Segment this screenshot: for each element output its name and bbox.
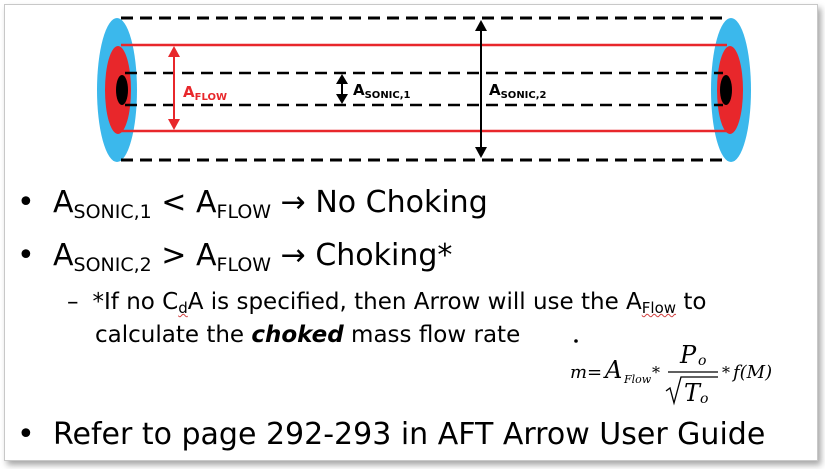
left-core-cap <box>116 75 128 105</box>
svg-text:Flow: Flow <box>623 373 652 386</box>
bullet-no-choking: •ASONIC,1 < AFLOW → No Choking <box>17 185 488 223</box>
pipe-diagram: AFLOW ASONIC,1 ASONIC,2 <box>97 16 751 162</box>
sqrt-sign <box>665 376 718 406</box>
bullet-choking: •ASONIC,2 > AFLOW → Choking* <box>17 238 453 276</box>
svg-text:T: T <box>684 379 702 407</box>
svg-text:A: A <box>603 356 622 384</box>
label-a-sonic2: ASONIC,2 <box>489 81 547 101</box>
svg-text:P: P <box>679 341 697 369</box>
cd-squiggle: d <box>178 299 188 317</box>
flow-arrow <box>168 46 180 130</box>
svg-text:*: * <box>652 363 660 382</box>
svg-text:*: * <box>722 363 730 382</box>
svg-text:=: = <box>587 362 602 383</box>
right-core-cap <box>720 75 732 105</box>
mdot-dot <box>574 339 578 343</box>
svg-text:f(M): f(M) <box>731 362 772 383</box>
sonic2-arrow <box>475 20 487 158</box>
sub-bullet-line2: calculate the choked mass flow rate <box>95 322 521 348</box>
bullet-refer: •Refer to page 292-293 in AFT Arrow User… <box>17 417 766 452</box>
mass-flow-formula: m = A Flow * P o T o * f(M) <box>570 339 772 407</box>
slide: AFLOW ASONIC,1 ASONIC,2 •ASONIC,1 < AFLO… <box>4 4 818 461</box>
aflow-squiggle: Flow <box>641 299 677 317</box>
svg-text:m: m <box>570 362 587 383</box>
sub-bullet-line1: –*If no CdA is specified, then Arrow wil… <box>67 289 707 317</box>
label-a-flow: AFLOW <box>183 83 227 103</box>
svg-text:o: o <box>700 391 708 407</box>
svg-text:o: o <box>698 353 706 369</box>
sonic1-arrow <box>336 74 348 104</box>
label-a-sonic1: ASONIC,1 <box>353 81 411 101</box>
